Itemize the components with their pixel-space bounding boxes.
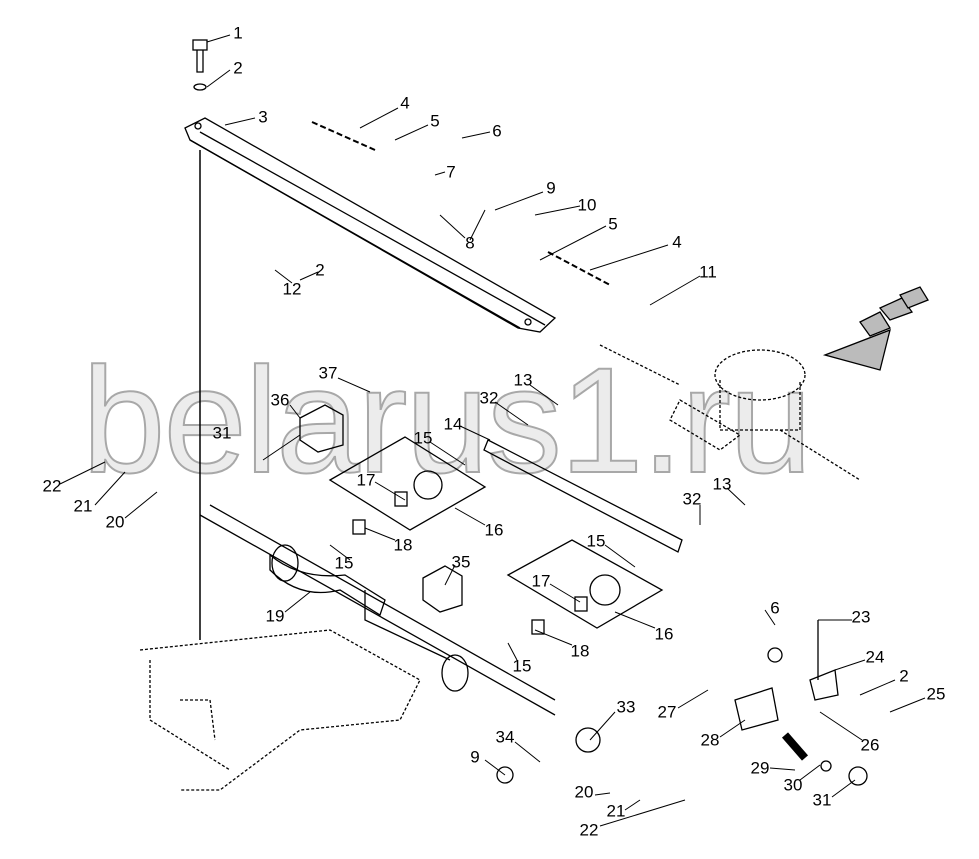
callout-13: 13 <box>712 474 732 494</box>
callout-30: 30 <box>783 775 803 795</box>
callout-2: 2 <box>233 58 243 78</box>
plate-part-16 <box>328 436 664 635</box>
callout-18: 18 <box>393 535 413 555</box>
chain-part-4 <box>311 121 611 286</box>
callout-16: 16 <box>654 624 674 644</box>
callout-32: 32 <box>479 388 499 408</box>
callout-17: 17 <box>531 571 551 591</box>
callout-10: 10 <box>577 195 597 215</box>
watermark: belarus1.ru <box>81 336 813 504</box>
leader-lines <box>59 34 926 827</box>
callout-20: 20 <box>105 512 125 532</box>
callout-36: 36 <box>270 390 290 410</box>
callout-18: 18 <box>570 641 590 661</box>
bolt-icon <box>192 39 208 640</box>
callout-35: 35 <box>451 552 471 572</box>
callout-16: 16 <box>484 520 504 540</box>
callout-15: 15 <box>586 531 606 551</box>
callout-32: 32 <box>682 489 702 509</box>
callout-6: 6 <box>770 598 780 618</box>
callout-26: 26 <box>860 735 880 755</box>
callout-21: 21 <box>73 496 93 516</box>
callout-12: 12 <box>282 279 302 299</box>
callout-14: 14 <box>443 414 463 434</box>
callout-33: 33 <box>616 697 636 717</box>
callout-5: 5 <box>430 111 440 131</box>
callout-2: 2 <box>315 260 325 280</box>
callout-25: 25 <box>926 684 946 704</box>
callout-1: 1 <box>233 23 243 43</box>
callout-34: 34 <box>495 727 515 747</box>
bracket-part-28 <box>496 620 868 786</box>
shaft-part-19 <box>199 504 556 716</box>
gearbox-assembly <box>599 344 861 481</box>
callout-24: 24 <box>865 647 885 667</box>
callout-9: 9 <box>470 747 480 767</box>
callout-23: 23 <box>851 607 871 627</box>
callout-6: 6 <box>492 121 502 141</box>
callout-29: 29 <box>750 758 770 778</box>
callout-37: 37 <box>318 363 338 383</box>
callout-31: 31 <box>812 790 832 810</box>
callout-19: 19 <box>265 606 285 626</box>
block-part-35 <box>299 404 463 613</box>
callout-4: 4 <box>672 232 682 252</box>
callout-2: 2 <box>899 666 909 686</box>
callout-28: 28 <box>700 730 720 750</box>
callout-9: 9 <box>546 178 556 198</box>
bar-part-14 <box>483 439 683 553</box>
callout-5: 5 <box>608 214 618 234</box>
callout-7: 7 <box>446 162 456 182</box>
callout-15: 15 <box>334 553 354 573</box>
rail-part-3 <box>184 117 557 333</box>
callout-17: 17 <box>356 470 376 490</box>
direction-arrow-icon <box>822 286 929 371</box>
callout-31: 31 <box>212 423 232 443</box>
callout-13: 13 <box>513 370 533 390</box>
tractor-frame <box>139 629 421 791</box>
callout-22: 22 <box>579 820 599 840</box>
callout-27: 27 <box>657 702 677 722</box>
callout-11: 11 <box>699 262 717 282</box>
callout-22: 22 <box>42 476 62 496</box>
callout-21: 21 <box>606 801 626 821</box>
callout-15: 15 <box>512 656 532 676</box>
callout-8: 8 <box>465 233 475 253</box>
callout-3: 3 <box>258 107 268 127</box>
callout-4: 4 <box>400 93 410 113</box>
callout-15: 15 <box>413 428 433 448</box>
callout-20: 20 <box>574 782 594 802</box>
